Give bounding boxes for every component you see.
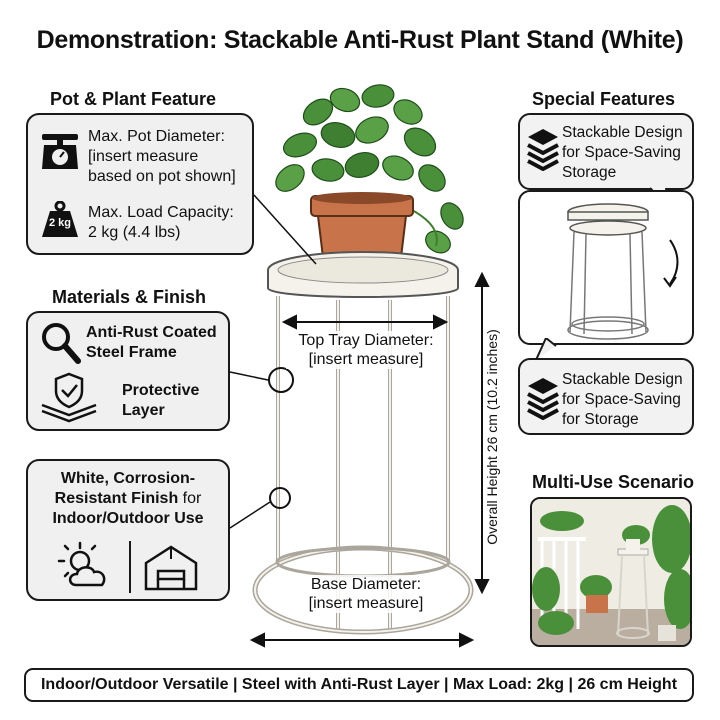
top-tray — [267, 251, 459, 298]
sun-cloud-icon — [57, 541, 106, 587]
stack-top-line1: Stackable Design — [562, 124, 683, 141]
layer-line1: Protective — [122, 382, 200, 399]
stack-top-line3: Storage — [562, 164, 617, 181]
finish-card: White, Corrosion- Resistant Finish for I… — [26, 459, 230, 601]
stack-bottom-line1: Stackable Design — [562, 371, 683, 388]
stackable-bubble-bottom: Stackable Design for Space-Saving for St… — [518, 358, 694, 435]
terracotta-pot — [310, 192, 414, 283]
pot-section-title: Pot & Plant Feature — [50, 89, 217, 109]
load-capacity-line1: Max. Load Capacity: — [88, 204, 234, 221]
protective-layer-icon — [41, 372, 97, 423]
multi-use-scene — [532, 499, 690, 645]
magnifier-icon — [42, 323, 81, 364]
stack-layers-icon-bottom — [527, 378, 559, 420]
multi-use-photo — [530, 497, 692, 647]
base-diameter-line1: Base Diameter: — [310, 576, 422, 593]
top-diameter-arrow — [281, 314, 449, 330]
finish-line1: White, Corrosion- — [60, 470, 196, 487]
multi-use-title: Multi-Use Scenario — [532, 472, 695, 492]
page-title: Demonstration: Stackable Anti-Rust Plant… — [36, 26, 684, 54]
weight-icon: 2 kg — [38, 200, 82, 239]
weight-badge-label: 2 kg — [48, 217, 71, 229]
stackable-bubble-top: Stackable Design for Space-Saving Storag… — [518, 113, 694, 190]
finish-line3: Indoor/Outdoor Use — [52, 510, 204, 527]
materials-card: Anti-Rust Coated Steel Frame Protective … — [26, 311, 230, 431]
top-tray-line1: Top Tray Diameter: — [298, 332, 434, 349]
special-section-title: Special Features — [532, 89, 676, 109]
icon-divider — [129, 541, 131, 593]
stack-bottom-line2: for Space-Saving — [562, 391, 681, 408]
top-tray-label: Top Tray Diameter: [insert measure] — [286, 331, 446, 369]
stack-layers-icon — [527, 129, 559, 171]
base-diameter-label: Base Diameter: [insert measure] — [296, 575, 436, 613]
base-diameter-line2: [insert measure] — [308, 595, 424, 612]
bubble-tail-bottom — [535, 338, 557, 361]
pot-feature-card: Max. Pot Diameter: [insert measure based… — [26, 113, 254, 255]
finish-line2: Resistant Finish for — [28, 489, 228, 508]
base-diameter-arrow — [249, 632, 475, 648]
frame-line1: Anti-Rust Coated — [86, 324, 217, 341]
finish-line2-rest: for — [178, 490, 202, 507]
frame-line2: Steel Frame — [86, 344, 177, 361]
layer-line2: Layer — [122, 402, 165, 419]
stacked-stands-panel — [518, 190, 694, 345]
overall-height-label: Overall Height 26 cm (10.2 inches) — [484, 329, 500, 545]
materials-section-title: Materials & Finish — [52, 287, 207, 307]
pot-diameter-line3: based on pot shown] — [88, 168, 236, 185]
load-capacity-line2: 2 kg (4.4 lbs) — [88, 224, 181, 241]
callout-pointers — [229, 194, 317, 529]
footer-summary: Indoor/Outdoor Versatile | Steel with An… — [24, 668, 694, 702]
vine-stem — [411, 209, 438, 247]
stacked-stands-illustration — [567, 203, 679, 340]
pot-diameter-line1: Max. Pot Diameter: — [88, 128, 225, 145]
scale-icon — [42, 134, 78, 169]
plant-leaves — [275, 84, 464, 254]
top-tray-line2: [insert measure] — [308, 351, 424, 368]
height-arrow — [474, 271, 490, 595]
greenhouse-icon — [144, 545, 198, 591]
finish-line2-bold: Resistant Finish — [54, 490, 179, 507]
pot-diameter-line2: [insert measure — [88, 148, 199, 165]
stack-bottom-line3: for Storage — [562, 411, 639, 428]
stack-top-line2: for Space-Saving — [562, 144, 681, 161]
base-ring — [252, 545, 474, 635]
